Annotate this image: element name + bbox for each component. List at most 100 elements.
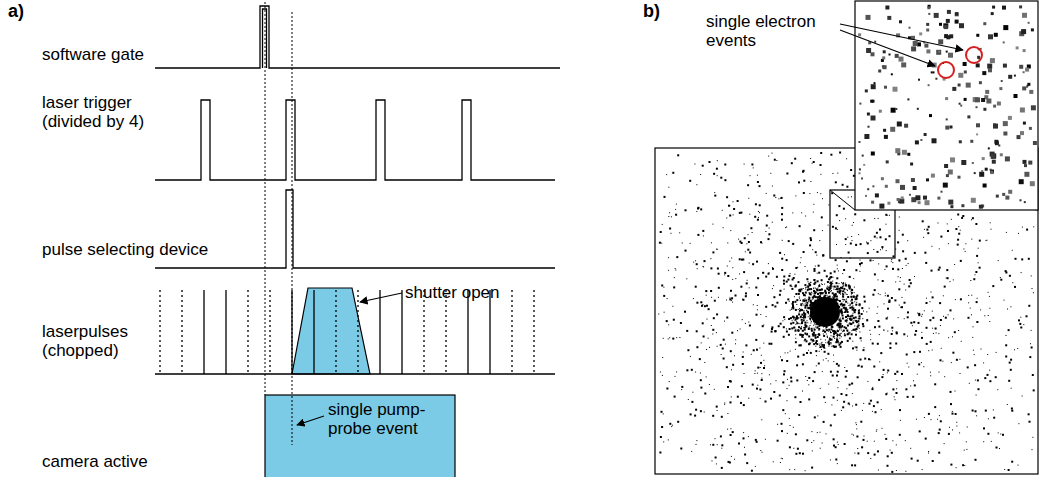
electron-dot [690, 243, 691, 244]
electron-dot [803, 318, 804, 319]
electron-dot [1032, 437, 1033, 438]
electron-dot [846, 319, 848, 321]
electron-dot [810, 293, 811, 294]
electron-dot [911, 458, 913, 460]
electron-dot [850, 243, 852, 245]
electron-dot [822, 346, 824, 348]
electron-dot [939, 415, 940, 416]
electron-dot [976, 301, 978, 303]
electron-dot [843, 208, 845, 210]
electron-dot [838, 270, 839, 271]
electron-dot [837, 337, 838, 338]
electron-dot [733, 214, 734, 215]
electron-dot [850, 319, 852, 321]
electron-dot [803, 312, 805, 314]
electron-dot [872, 294, 874, 296]
electron-dot [846, 158, 847, 159]
laser-pulse [357, 290, 358, 374]
electron-dot [806, 439, 808, 441]
electron-dot [672, 338, 674, 340]
electron-dot [710, 258, 711, 259]
electron-dot [853, 435, 854, 436]
electron-dot [855, 316, 857, 318]
electron-dot [843, 299, 844, 300]
electron-dot [823, 396, 825, 398]
electron-dot [805, 289, 806, 290]
electron-dot [856, 302, 857, 303]
electron-dot [739, 258, 741, 260]
electron-dot [836, 214, 838, 216]
electron-dot [748, 241, 750, 243]
electron-dot [814, 416, 816, 418]
electron-dot [660, 436, 662, 438]
electron-dot [810, 282, 811, 283]
electron-dot [715, 457, 717, 459]
electron-dot [832, 281, 833, 282]
electron-dot [932, 460, 934, 462]
electron-dot [712, 251, 714, 253]
electron-dot [742, 319, 743, 320]
laser-pulse [181, 290, 182, 374]
electron-dot [783, 373, 785, 375]
electron-dot [876, 232, 878, 234]
electron-dot [935, 328, 937, 330]
electron-dot [896, 371, 898, 373]
electron-dot [820, 448, 821, 449]
electron-dot [727, 275, 729, 277]
electron-dot [770, 343, 772, 345]
electron-dot [978, 248, 979, 249]
electron-dot [731, 332, 733, 334]
electron-dot [974, 354, 975, 355]
electron-dot [812, 380, 814, 382]
electron-dot [991, 229, 992, 230]
electron-dot [1021, 258, 1023, 260]
electron-dot [983, 427, 985, 429]
electron-dot [832, 226, 834, 228]
electron-dot [816, 327, 818, 329]
electron-dot [917, 374, 918, 375]
electron-dot [796, 321, 797, 322]
electron-dot [1018, 319, 1020, 321]
electron-dot [731, 456, 732, 457]
electron-dot [827, 295, 828, 296]
electron-dot [782, 458, 783, 459]
electron-dot [840, 287, 842, 289]
electron-dot [925, 262, 927, 264]
electron-dot [662, 375, 663, 376]
electron-dot [880, 352, 882, 354]
electron-dot [806, 302, 808, 304]
electron-dot [789, 469, 790, 470]
electron-dot [841, 333, 842, 334]
electron-dot [944, 376, 945, 377]
time-marker [265, 2, 266, 395]
electron-dot [818, 326, 819, 327]
electron-dot [835, 289, 836, 290]
electron-dot [798, 317, 799, 318]
electron-dot [817, 334, 818, 335]
electron-dot [976, 395, 977, 396]
electron-dot [958, 226, 959, 227]
electron-dot [910, 448, 911, 449]
electron-dot [700, 379, 702, 381]
electron-dot [727, 266, 728, 267]
electron-dot [804, 340, 805, 341]
electron-dot [834, 295, 835, 296]
electron-dot [966, 441, 967, 442]
electron-dot [851, 289, 852, 290]
electron-dot [814, 329, 816, 331]
electron-dot [836, 342, 837, 343]
electron-dot [854, 325, 855, 326]
electron-dot [897, 241, 899, 243]
electron-dot [924, 252, 926, 254]
electron-dot [830, 332, 831, 333]
electron-dot [854, 309, 856, 311]
electron-dot [723, 339, 725, 341]
electron-dot [757, 367, 759, 369]
electron-dot [773, 285, 774, 286]
electron-dot [808, 313, 809, 314]
electron-dot [998, 260, 999, 261]
laser-pulse [225, 290, 226, 374]
electron-dot [827, 289, 828, 290]
electron-dot [772, 222, 773, 223]
electron-dot [861, 340, 862, 341]
